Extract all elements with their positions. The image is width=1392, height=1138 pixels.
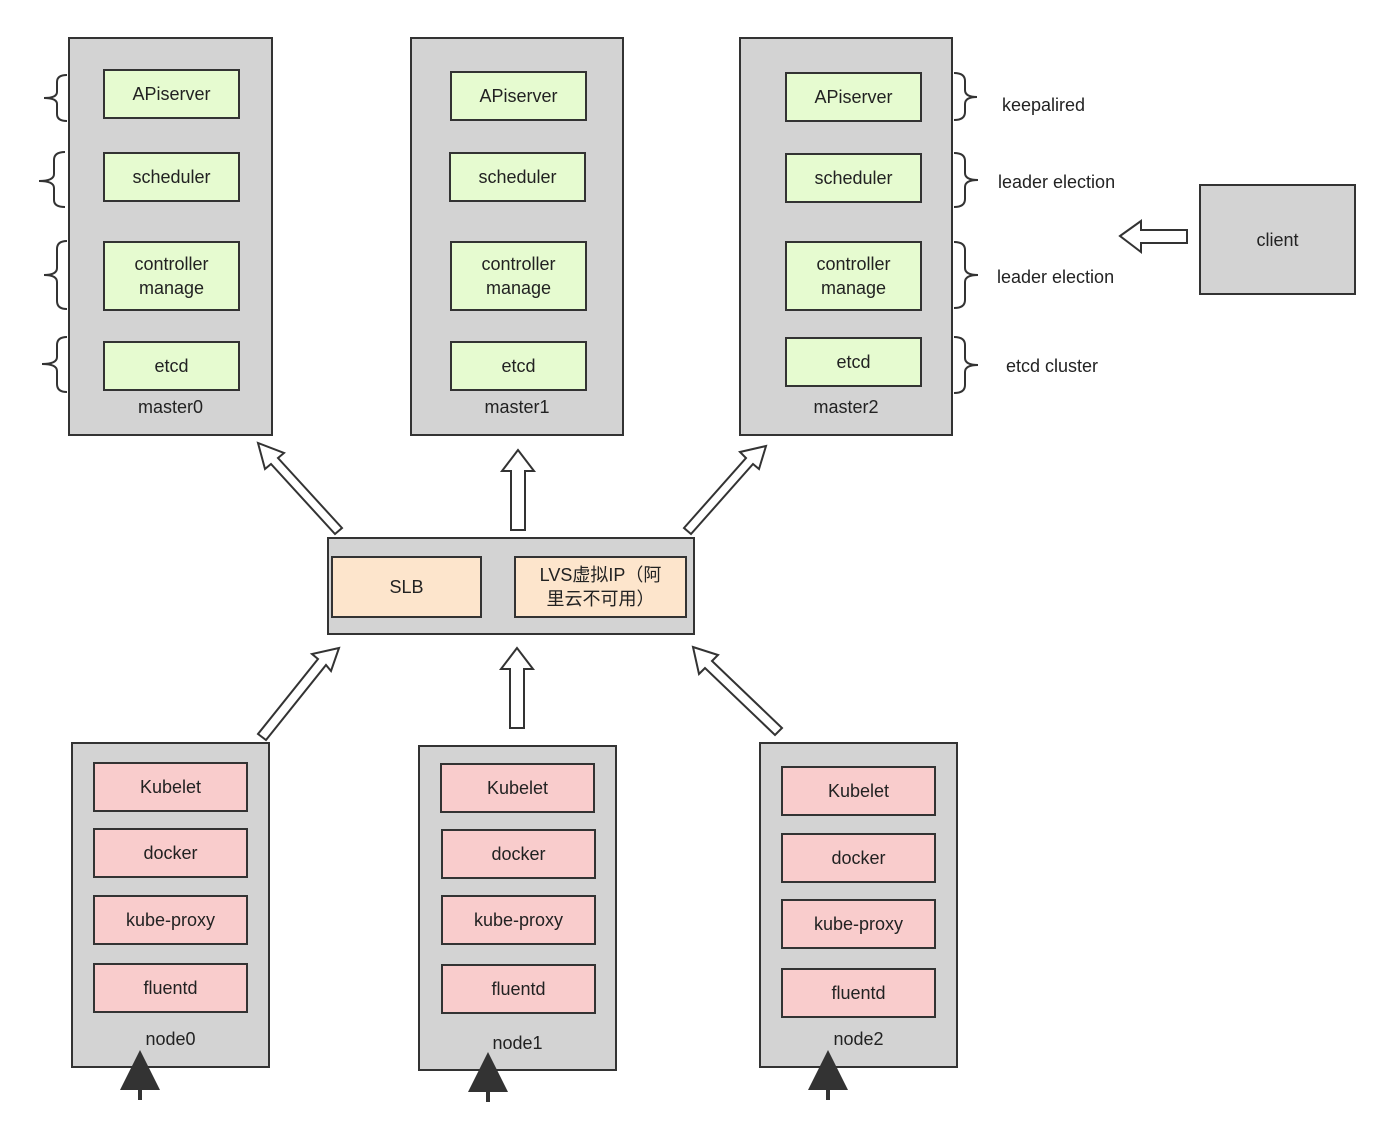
master0-box: APiserver scheduler controller manage et… xyxy=(68,37,273,436)
client-box: client xyxy=(1199,184,1356,295)
etcd-cluster-label: etcd cluster xyxy=(1006,356,1099,376)
master1-label: master1 xyxy=(484,397,550,417)
node1-kube-proxy: kube-proxy xyxy=(441,895,596,945)
master2-box: APiserver scheduler controller manage et… xyxy=(739,37,953,436)
node1-label: node1 xyxy=(492,1033,543,1053)
node0-to-lb-arrow xyxy=(256,646,341,742)
node2-docker: docker xyxy=(781,833,936,883)
lb-to-master0-arrow xyxy=(256,441,344,536)
master0-controller-manager: controller manage xyxy=(103,241,240,311)
master0-label: master0 xyxy=(137,397,204,417)
node2-kubelet: Kubelet xyxy=(781,766,936,816)
master0-scheduler-brace xyxy=(38,151,66,208)
master2-apiserver-brace xyxy=(953,72,978,121)
node2-to-lb-arrow xyxy=(691,645,784,737)
slb-box: SLB xyxy=(331,556,482,618)
node0-docker: docker xyxy=(93,828,248,878)
master1-box: APiserver scheduler controller manage et… xyxy=(410,37,624,436)
master2-label: master2 xyxy=(813,397,879,417)
master1-scheduler: scheduler xyxy=(449,152,586,202)
master0-etcd: etcd xyxy=(103,341,240,391)
master2-controller-manager: controller manage xyxy=(785,241,922,311)
master2-controller-brace xyxy=(953,241,979,309)
master2-apiserver: APiserver xyxy=(785,72,922,122)
master0-apiserver-brace xyxy=(43,74,68,122)
node1-to-lb-arrow xyxy=(498,646,536,729)
controller-leader-election-label: leader election xyxy=(997,267,1115,287)
lvs-vip-box: LVS虚拟IP（阿 里云不可用） xyxy=(514,556,687,618)
node0-kubelet: Kubelet xyxy=(93,762,248,812)
node2-label: node2 xyxy=(833,1029,884,1049)
master0-apiserver: APiserver xyxy=(103,69,240,119)
node2-kube-proxy: kube-proxy xyxy=(781,899,936,949)
master0-controller-brace xyxy=(43,240,68,310)
master2-scheduler-brace xyxy=(953,152,979,208)
master1-controller-manager: controller manage xyxy=(450,241,587,311)
node0-label: node0 xyxy=(145,1029,196,1049)
node2-box: Kubelet docker kube-proxy fluentd node2 xyxy=(759,742,958,1068)
node1-box: Kubelet docker kube-proxy fluentd node1 xyxy=(418,745,617,1071)
master1-etcd: etcd xyxy=(450,341,587,391)
master2-scheduler: scheduler xyxy=(785,153,922,203)
lb-to-master1-arrow xyxy=(499,448,537,531)
master0-etcd-brace xyxy=(41,336,68,393)
master1-apiserver: APiserver xyxy=(450,71,587,121)
master0-scheduler: scheduler xyxy=(103,152,240,202)
scheduler-leader-election-label: leader election xyxy=(998,172,1116,192)
node1-fluentd: fluentd xyxy=(441,964,596,1014)
node1-docker: docker xyxy=(441,829,596,879)
master2-etcd: etcd xyxy=(785,337,922,387)
node1-kubelet: Kubelet xyxy=(440,763,595,813)
node0-fluentd: fluentd xyxy=(93,963,248,1013)
node0-kube-proxy: kube-proxy xyxy=(93,895,248,945)
keepalived-label: keepalired xyxy=(1002,95,1086,115)
client-to-masters-arrow xyxy=(1118,219,1188,255)
master2-etcd-brace xyxy=(953,336,979,394)
node2-fluentd: fluentd xyxy=(781,968,936,1018)
load-balancer-box: SLB LVS虚拟IP（阿 里云不可用） xyxy=(327,537,695,635)
lb-to-master2-arrow xyxy=(682,444,768,536)
node0-box: Kubelet docker kube-proxy fluentd node0 xyxy=(71,742,270,1068)
